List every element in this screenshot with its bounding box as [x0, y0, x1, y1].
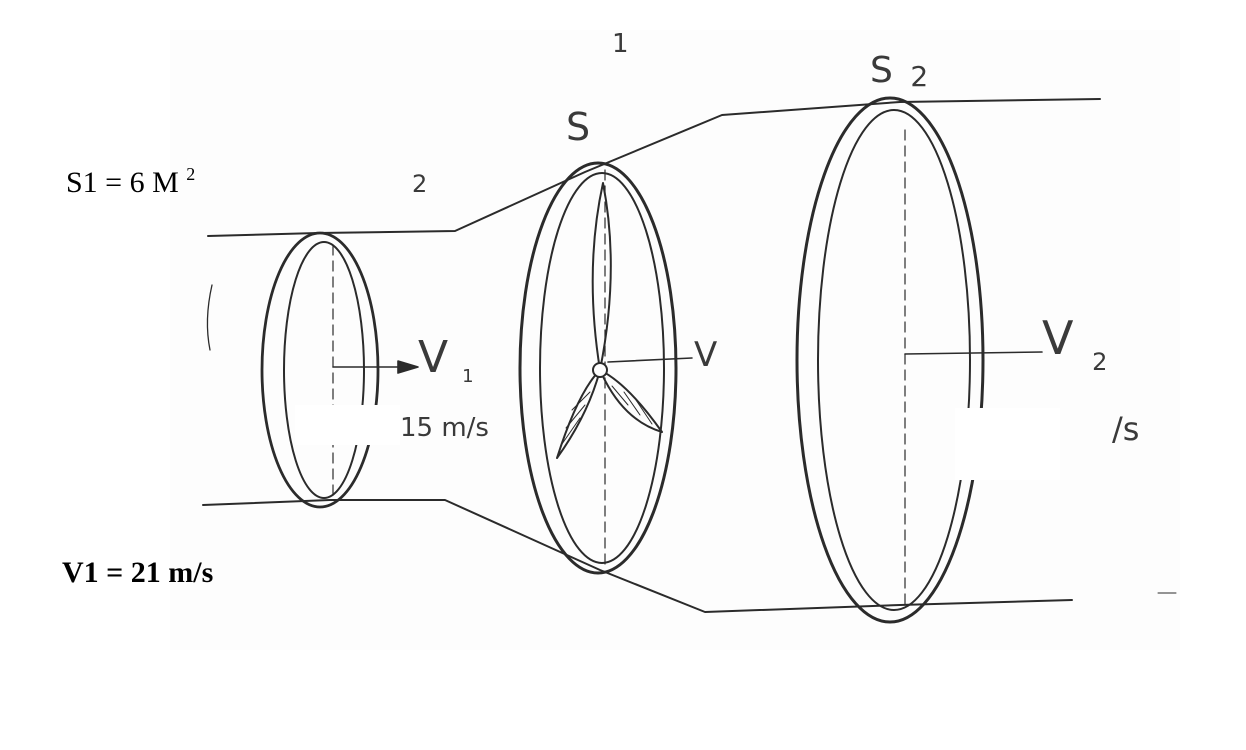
handwritten-labels: 1 2 S S 2 V 1 15 m/s V V 2 /s [400, 29, 1139, 448]
upstream-edge-mark [206, 284, 213, 351]
rotor-disc-inner-rim [539, 172, 665, 564]
outlet-velocity-line [904, 351, 1043, 355]
rotor-blade-top [591, 182, 612, 371]
downstream-section-subscript: 2 [910, 60, 928, 93]
correction-patch-outlet [955, 408, 1060, 480]
rotor-blade-right [599, 369, 663, 433]
outlet-velocity-subscript: 2 [1092, 348, 1107, 376]
downstream-disc [795, 96, 985, 624]
inlet-velocity-subscript: 1 [462, 366, 473, 387]
downstream-disc-outer-rim [795, 96, 985, 624]
rotor-section-label: S [566, 105, 590, 149]
downstream-disc-inner-rim [817, 109, 971, 611]
rotor-hub [592, 362, 608, 378]
outlet-velocity-letter: V [1042, 311, 1074, 365]
inlet-disc-outer-rim [260, 231, 380, 509]
typed-labels: S1 = 6 M 2 V1 = 21 m/s [62, 164, 213, 589]
inlet-velocity-letter: V [418, 332, 448, 383]
inlet-speed-label: 15 m/s [400, 413, 489, 443]
correction-patch-inlet [295, 405, 400, 445]
lower-boundary-line [202, 499, 1073, 613]
outlet-unit-label: /s [1112, 410, 1139, 448]
rotor-disc [518, 161, 678, 575]
inlet-velocity-label: V 1 [418, 332, 474, 387]
rotor-blades [556, 182, 663, 459]
s1-area-text: S1 = 6 M [66, 166, 179, 199]
arrow-head [397, 360, 419, 374]
top-mark-label: 1 [612, 29, 629, 59]
inlet-velocity-arrow [332, 360, 419, 374]
section-number-label: 2 [412, 170, 427, 198]
v1-speed-label: V1 = 21 m/s [62, 556, 213, 589]
s1-area-label: S1 = 6 M 2 [66, 164, 195, 199]
rotor-blade-left [556, 369, 601, 459]
inlet-disc-inner-rim [283, 241, 365, 499]
blade-hatching [561, 385, 653, 445]
inlet-disc [260, 231, 380, 509]
outlet-velocity-label: V 2 [1042, 311, 1107, 376]
rotor-disc-outer-rim [518, 161, 678, 575]
downstream-section-label: S 2 [870, 50, 928, 93]
rotor-velocity-line [607, 357, 693, 363]
downstream-section-letter: S [870, 50, 893, 91]
s1-area-superscript: 2 [186, 164, 195, 184]
rotor-velocity-label: V [694, 335, 717, 375]
